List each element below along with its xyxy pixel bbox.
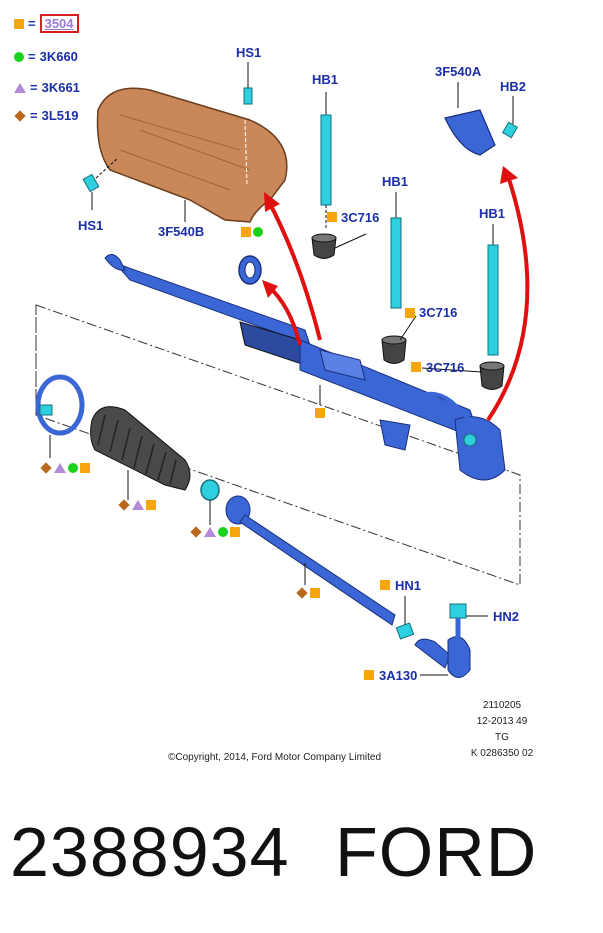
square-icon	[364, 670, 374, 680]
legend-code: 3L519	[41, 108, 79, 123]
seal-ring	[238, 255, 262, 285]
symbols-clamp-ring	[40, 462, 90, 474]
meta-line-2: 12-2013 49	[476, 716, 528, 727]
diamond-icon	[296, 587, 308, 599]
triangle-icon	[204, 527, 216, 537]
legend-code: 3K660	[39, 49, 78, 64]
bolt-hb1-c	[487, 224, 499, 356]
square-icon	[310, 588, 320, 598]
drawing-meta: 2110205 12-2013 49 TG K 0286350 02	[462, 698, 542, 762]
leader-lines	[49, 200, 483, 585]
symbols-boot	[118, 499, 156, 511]
label-hb1-b: HB1	[382, 174, 409, 189]
square-icon	[14, 18, 24, 29]
legend-eq: =	[30, 80, 38, 95]
label-hb1-a: HB1	[312, 72, 339, 87]
circle-icon	[218, 527, 228, 537]
triangle-icon	[54, 463, 66, 473]
clamp-ring	[35, 374, 85, 436]
symbols-3c716-b	[405, 308, 415, 318]
brand-name: FORD	[335, 813, 538, 891]
tie-rod	[225, 495, 396, 626]
bolt-hb2	[501, 96, 519, 139]
square-icon	[241, 227, 251, 237]
diamond-icon	[40, 462, 52, 474]
bushing-3c716-c	[479, 361, 505, 390]
legend-eq: =	[28, 16, 36, 31]
nut-hn1	[395, 596, 415, 640]
square-icon	[327, 212, 337, 222]
legend-eq: =	[30, 108, 38, 123]
bolt-hb1-b	[390, 192, 402, 309]
meta-line-4: K 0286350 02	[470, 748, 534, 759]
label-hs1-left: HS1	[78, 218, 104, 233]
legend-eq: =	[28, 49, 36, 64]
boot-clamp	[200, 479, 220, 501]
legend-code-highlighted[interactable]: 3504	[39, 14, 79, 33]
symbols-rack-ring	[241, 227, 263, 237]
label-hn1: HN1	[395, 578, 422, 593]
symbols-tie-rod	[296, 587, 320, 599]
heat-shield-3f540b	[96, 87, 288, 223]
assembly-outline	[35, 304, 521, 586]
label-hb1-c: HB1	[479, 206, 506, 221]
label-3a130: 3A130	[379, 668, 418, 683]
bushing-3c716-b	[381, 335, 407, 364]
label-3c716-c: 3C716	[426, 360, 465, 375]
symbols-rack	[315, 408, 325, 418]
triangle-icon	[14, 82, 26, 93]
label-3f540b: 3F540B	[158, 224, 205, 239]
square-icon	[80, 463, 90, 473]
label-3c716-a: 3C716	[341, 210, 380, 225]
square-icon	[405, 308, 415, 318]
legend-row-4: = 3L519	[14, 108, 78, 123]
bushing-3c716-a	[311, 233, 337, 259]
tie-rod-end-3a130	[414, 618, 471, 678]
steering-rack	[104, 254, 506, 481]
bolt-hs1-left	[82, 157, 119, 210]
diamond-icon	[14, 109, 26, 122]
meta-line-3: TG	[495, 732, 509, 743]
label-hb2: HB2	[500, 79, 527, 94]
symbols-3c716-a	[327, 212, 337, 222]
square-icon	[411, 362, 421, 372]
bracket-3f540a	[444, 82, 496, 156]
legend-row-3: = 3K661	[14, 80, 80, 95]
square-icon	[380, 580, 390, 590]
label-hs1-top: HS1	[236, 45, 262, 60]
legend-row-2: = 3K660	[14, 49, 78, 64]
meta-line-1: 2110205	[482, 700, 522, 711]
symbols-hn1	[380, 580, 390, 590]
bolt-hs1-top	[243, 62, 253, 105]
diamond-icon	[118, 499, 130, 511]
symbols-3c716-c	[411, 362, 421, 372]
diamond-icon	[190, 526, 202, 538]
arrow-heads	[262, 166, 518, 298]
legend-row-1: = 3504	[14, 14, 79, 33]
square-icon	[230, 527, 240, 537]
symbols-boot-clamp	[190, 526, 240, 538]
circle-icon	[253, 227, 263, 237]
label-3f540a: 3F540A	[435, 64, 482, 79]
copyright-notice: ©Copyright, 2014, Ford Motor Company Lim…	[168, 752, 382, 763]
part-number: 2388934	[10, 813, 290, 891]
label-3c716-b: 3C716	[419, 305, 458, 320]
square-icon	[315, 408, 325, 418]
symbols-3a130	[364, 670, 374, 680]
triangle-icon	[132, 500, 144, 510]
circle-icon	[68, 463, 78, 473]
label-hn2: HN2	[493, 609, 520, 624]
circle-icon	[14, 51, 24, 62]
bellows-boot	[90, 406, 191, 491]
square-icon	[146, 500, 156, 510]
legend-code: 3K661	[41, 80, 80, 95]
bolt-hb1-a	[320, 92, 332, 230]
nut-hn2	[449, 603, 488, 619]
